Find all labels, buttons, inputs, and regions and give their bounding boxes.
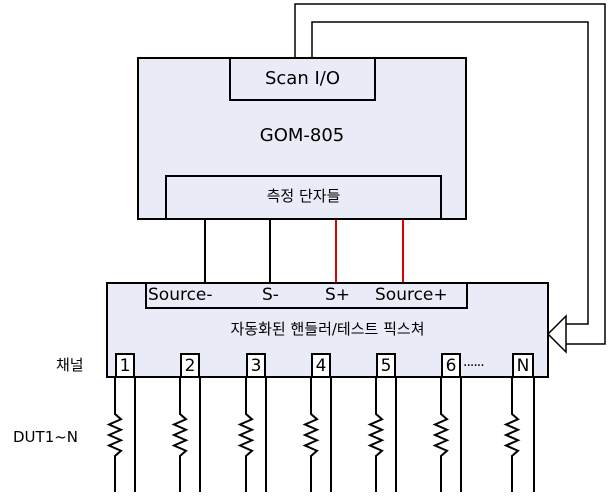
channel-6: 6 xyxy=(441,353,461,378)
channel-2: 2 xyxy=(180,353,200,378)
scan-io-arrowhead xyxy=(546,314,567,354)
dut-resistor-4 xyxy=(302,378,332,492)
dut-label: DUT1~N xyxy=(13,428,79,446)
dut-resistor-6 xyxy=(432,378,462,492)
fixture-title: 자동화된 핸들러/테스트 픽스쳐 xyxy=(230,320,425,338)
dut-resistor-1 xyxy=(106,378,136,492)
channel-n: N xyxy=(512,353,534,378)
measure-terminals-label: 측정 단자들 xyxy=(266,187,341,205)
dut-resistor-5 xyxy=(367,378,397,492)
device-name: GOM-805 xyxy=(259,125,345,146)
channel-1: 1 xyxy=(115,353,135,378)
channel-ellipsis: ······ xyxy=(463,358,485,374)
terminal-s-minus: S- xyxy=(262,285,279,305)
scan-io-line-inner xyxy=(311,21,589,325)
measure-terminals-box xyxy=(165,175,442,220)
terminal-s-plus: S+ xyxy=(325,285,351,305)
dut-resistor-3 xyxy=(237,378,267,492)
scan-io-line-outer xyxy=(294,3,606,345)
terminal-source-minus: Source- xyxy=(148,285,213,305)
channel-5: 5 xyxy=(376,353,396,378)
channel-3: 3 xyxy=(246,353,266,378)
dut-resistor-N xyxy=(503,378,535,492)
fixture-terminal-strip xyxy=(145,282,468,309)
scan-io-port xyxy=(229,57,376,101)
terminal-source-plus: Source+ xyxy=(375,285,448,305)
scan-io-label: Scan I/O xyxy=(264,68,341,89)
dut-resistor-2 xyxy=(171,378,201,492)
channel-label: 채널 xyxy=(56,356,84,374)
dut-resistors xyxy=(106,378,535,492)
channel-4: 4 xyxy=(311,353,331,378)
